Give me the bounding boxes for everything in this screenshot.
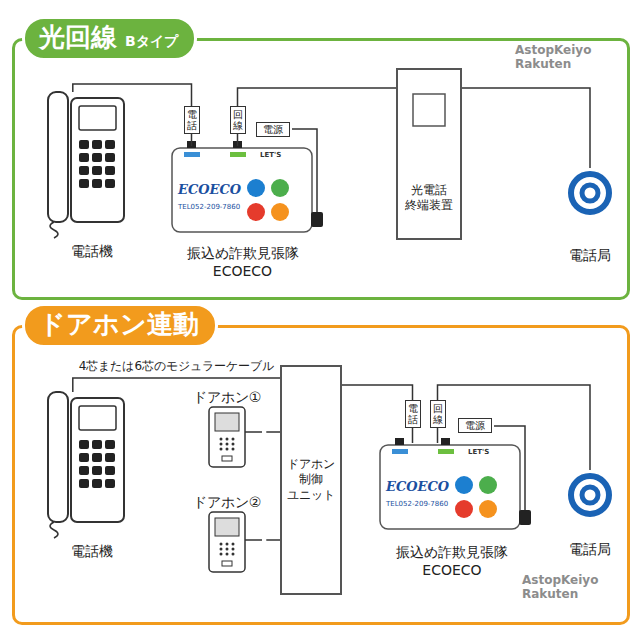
- cable-line: [412, 428, 414, 443]
- power-plug: [311, 212, 323, 227]
- device-phone-number: TEL052-209-7860: [178, 203, 240, 211]
- device-logo: ECOECO: [386, 480, 449, 495]
- cable-line: [342, 385, 413, 400]
- port-tag-label: 電話: [187, 109, 197, 131]
- ecoeco-device-drawing: [172, 141, 312, 232]
- port-tag: 電話: [184, 106, 200, 134]
- text-block: 振込め詐欺見張隊 ECOECO: [376, 544, 528, 579]
- device-phone-number: TEL052-209-7860: [386, 500, 448, 508]
- cable-line: [438, 385, 591, 470]
- cable-label: 4芯または6芯のモジュラーケーブル: [76, 358, 277, 375]
- text-block: 回線: [433, 403, 443, 425]
- telephone-office-logo: [571, 476, 609, 514]
- device-brand: LET'S: [260, 151, 281, 159]
- ecoeco-device-label: 振込め詐欺見張隊 ECOECO: [169, 245, 316, 280]
- text-block: ドアホン②: [193, 494, 262, 512]
- section-title: 光回線: [39, 21, 117, 54]
- watermark: AstopKeiyo Rakuten: [522, 574, 614, 602]
- ecoeco-device: 振込め詐欺見張隊 ECOECO: [372, 443, 532, 583]
- section-tab: ドアホン連動: [22, 303, 218, 348]
- door-phone-label: ドアホン①: [193, 389, 262, 407]
- text-block: 電源: [263, 124, 283, 135]
- cable-line: [73, 84, 192, 106]
- door-phone-wire: [245, 431, 262, 433]
- power-cord: [292, 129, 317, 212]
- cable-line: [266, 539, 280, 541]
- watermark: AstopKeiyo Rakuten: [515, 44, 607, 72]
- power-plug: [519, 510, 531, 525]
- text-block: 電話機: [71, 243, 113, 261]
- ecoeco-device-label: 振込め詐欺見張隊 ECOECO: [376, 544, 528, 579]
- telephone-drawing: [48, 92, 124, 238]
- port-tag: 電話: [405, 400, 421, 428]
- door-phone: ドアホン①: [188, 385, 267, 477]
- section-panel: 光回線Bタイプ電話機振込め詐欺見張隊 ECOECO電話回線電源光電話 終端装置電…: [12, 38, 630, 300]
- text-block: 電話機: [71, 543, 113, 561]
- optical-terminal-label: 光電話 終端装置: [402, 183, 456, 214]
- telephone-drawing: [48, 392, 124, 538]
- device-logo: ECOECO: [178, 183, 241, 198]
- text-block: 電源: [465, 420, 485, 431]
- cable-line: [237, 134, 239, 146]
- optical-terminal: 光電話 終端装置: [396, 68, 462, 240]
- telephone-office: 電話局: [555, 470, 625, 562]
- text-block: ドアホン①: [193, 389, 262, 407]
- cable-line: [238, 88, 397, 106]
- cable-line: [266, 431, 280, 433]
- port-tag: 電源: [256, 122, 290, 137]
- text-block: 光電話 終端装置: [402, 183, 456, 214]
- port-tag-label: 電話: [408, 403, 418, 425]
- section-tab: 光回線 Bタイプ: [22, 16, 197, 61]
- port-tag: 回線: [430, 400, 446, 428]
- telephone-label: 電話機: [71, 543, 113, 561]
- section-title: ドアホン連動: [39, 308, 199, 341]
- port-tag-label: 電源: [263, 124, 283, 135]
- port-tag-label: 電源: [465, 420, 485, 431]
- telephone-office-logo: [571, 174, 609, 212]
- text-block: 振込め詐欺見張隊 ECOECO: [169, 245, 316, 280]
- door-phone-label: ドアホン②: [193, 494, 262, 512]
- cable-line: [191, 134, 193, 146]
- text-block: 電話局: [569, 541, 611, 559]
- ecoeco-device: 振込め詐欺見張隊 ECOECO: [165, 146, 320, 284]
- telephone-office: 電話局: [555, 168, 625, 268]
- telephone-label: 電話機: [71, 243, 113, 261]
- door-phone-wire: [245, 539, 262, 541]
- text-block: ドアホン 制御 ユニット: [286, 457, 336, 504]
- doorphone-control-unit-label: ドアホン 制御 ユニット: [286, 457, 336, 504]
- device-brand: LET'S: [468, 448, 489, 456]
- port-tag: 電源: [458, 418, 492, 433]
- door-phone-drawing: [209, 512, 245, 572]
- terminal-panel: [413, 94, 445, 126]
- telephone-office-label: 電話局: [569, 247, 611, 265]
- port-tag: 回線: [230, 106, 246, 134]
- text-block: 電話局: [569, 247, 611, 265]
- port-tag-label: 回線: [233, 109, 243, 131]
- cable-line: [437, 428, 439, 443]
- text-block: 電話: [408, 403, 418, 425]
- telephone: 電話機: [44, 392, 140, 564]
- telephone: 電話機: [44, 92, 140, 264]
- section-title: Bタイプ: [125, 33, 178, 51]
- door-phone: ドアホン②: [188, 490, 267, 585]
- doorphone-control-unit: ドアホン 制御 ユニット: [280, 365, 342, 595]
- cable-line: [462, 88, 590, 168]
- power-cord: [494, 426, 525, 510]
- telephone-office-label: 電話局: [569, 541, 611, 559]
- text-block: 電話: [187, 109, 197, 131]
- text-block: 回線: [233, 109, 243, 131]
- door-phone-drawing: [209, 407, 245, 467]
- port-tag-label: 回線: [433, 403, 443, 425]
- ecoeco-device-drawing: [380, 438, 520, 529]
